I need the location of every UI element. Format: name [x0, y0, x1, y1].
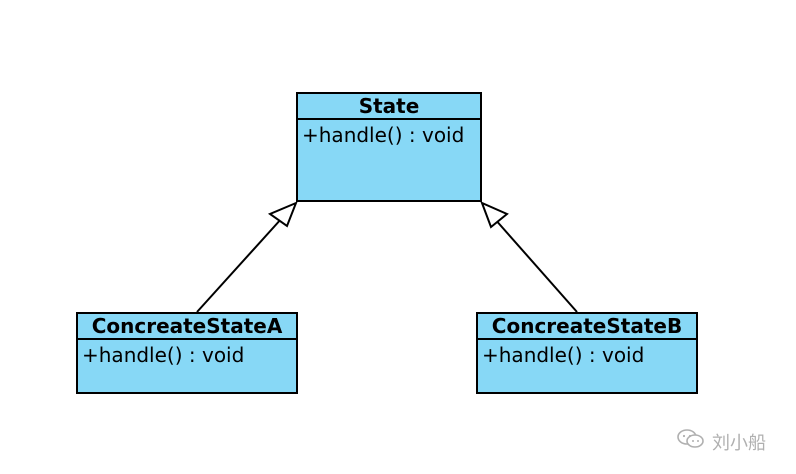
class-operation: +handle() : void [302, 123, 465, 147]
class-box-state[interactable]: State +handle() : void [296, 92, 482, 202]
class-box-concreate-state-b[interactable]: ConcreateStateB +handle() : void [476, 312, 698, 394]
class-name: ConcreateStateB [478, 314, 696, 340]
class-name: ConcreateStateA [78, 314, 296, 340]
generalization-arrowhead-b [480, 201, 509, 229]
wechat-icon [676, 428, 706, 455]
watermark: 刘小船 [676, 428, 766, 455]
class-operation: +handle() : void [482, 343, 645, 367]
generalization-arrowhead-a [267, 201, 298, 228]
generalization-line-a [196, 217, 283, 313]
class-name: State [298, 94, 480, 120]
class-box-concreate-state-a[interactable]: ConcreateStateA +handle() : void [76, 312, 298, 394]
generalization-line-b [493, 217, 578, 313]
class-operation: +handle() : void [82, 343, 245, 367]
watermark-text: 刘小船 [712, 432, 766, 454]
